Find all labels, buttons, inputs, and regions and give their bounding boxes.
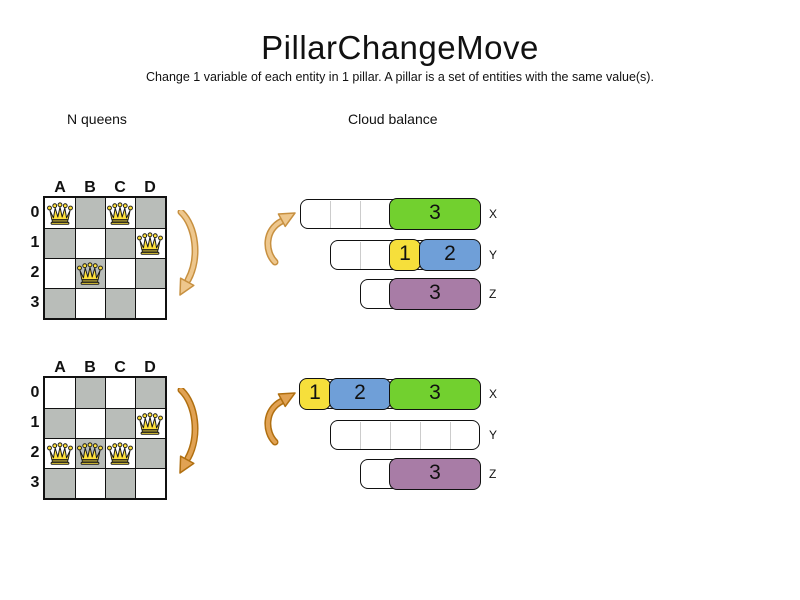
nqueens-board-after: A B C D 0 1 2 3: [28, 359, 180, 502]
grid-line: [45, 257, 165, 259]
computer-label: X: [489, 387, 498, 401]
grid-line: [134, 198, 136, 318]
row-label: 0: [30, 384, 40, 401]
process-block: 2: [419, 239, 481, 271]
row-label: 3: [30, 474, 40, 491]
queen-crown-icon: [77, 442, 103, 465]
row-label: 0: [30, 204, 40, 221]
board-cell: [45, 378, 75, 408]
bar-slot-divider: [420, 421, 421, 449]
board-cell: [105, 288, 135, 318]
queen-crown-icon: [137, 232, 163, 255]
queen-crown-icon: [47, 202, 73, 225]
column-label: B: [84, 359, 96, 376]
board-cell: [75, 408, 105, 438]
computer-bar: [330, 420, 480, 450]
bar-slot-divider: [360, 200, 361, 228]
board-cell: [75, 468, 105, 498]
process-block: 3: [389, 378, 481, 410]
bar-slot-divider: [450, 421, 451, 449]
board-cell: [135, 438, 165, 468]
curved-arrow-up: [264, 212, 296, 266]
column-label: D: [144, 179, 156, 196]
board-cell: [105, 378, 135, 408]
bar-slot-divider: [330, 200, 331, 228]
computer-label: Y: [489, 248, 498, 262]
curved-arrow-down: [177, 388, 199, 474]
queen-crown-icon: [107, 202, 133, 225]
row-label: 1: [30, 414, 40, 431]
column-label: B: [84, 179, 96, 196]
board-cell: [135, 258, 165, 288]
grid-line: [45, 467, 165, 469]
column-label: C: [114, 359, 126, 376]
board-grid: [43, 376, 167, 500]
row-label: 3: [30, 294, 40, 311]
column-label: A: [54, 359, 66, 376]
computer-label: Z: [489, 467, 497, 481]
computer-label: Y: [489, 428, 498, 442]
section-label-nqueens: N queens: [67, 111, 127, 127]
board-cell: [135, 288, 165, 318]
curved-arrow-up: [264, 392, 296, 446]
board-cell: [45, 408, 75, 438]
nqueens-board-before: A B C D 0 1 2 3: [28, 179, 180, 322]
bar-slot-divider: [390, 421, 391, 449]
board-cell: [105, 258, 135, 288]
board-cell: [75, 228, 105, 258]
board-cell: [135, 468, 165, 498]
page-subtitle: Change 1 variable of each entity in 1 pi…: [146, 70, 654, 84]
column-label: A: [54, 179, 66, 196]
process-block: 2: [329, 378, 391, 410]
process-block: 1: [299, 378, 331, 410]
process-block: 1: [389, 239, 421, 271]
process-block: 3: [389, 278, 481, 310]
board-cell: [105, 468, 135, 498]
board-cell: [135, 378, 165, 408]
grid-line: [45, 287, 165, 289]
board-cell: [105, 408, 135, 438]
grid-line: [134, 378, 136, 498]
row-label: 2: [30, 264, 40, 281]
computer-label: X: [489, 207, 498, 221]
queen-crown-icon: [137, 412, 163, 435]
board-cell: [135, 198, 165, 228]
column-label: C: [114, 179, 126, 196]
column-label: D: [144, 359, 156, 376]
board-cell: [45, 288, 75, 318]
board-grid: [43, 196, 167, 320]
board-cell: [45, 228, 75, 258]
board-cell: [105, 228, 135, 258]
board-cell: [75, 198, 105, 228]
process-block: 3: [389, 458, 481, 490]
queen-crown-icon: [47, 442, 73, 465]
board-cell: [45, 258, 75, 288]
curved-arrow-down: [177, 210, 199, 296]
queen-crown-icon: [107, 442, 133, 465]
page-title: PillarChangeMove: [261, 29, 539, 66]
board-cell: [75, 288, 105, 318]
queen-crown-icon: [77, 262, 103, 285]
row-label: 2: [30, 444, 40, 461]
grid-line: [45, 437, 165, 439]
board-cell: [45, 468, 75, 498]
section-label-cloudbalance: Cloud balance: [348, 111, 438, 127]
bar-slot-divider: [360, 241, 361, 269]
process-block: 3: [389, 198, 481, 230]
row-label: 1: [30, 234, 40, 251]
board-cell: [75, 378, 105, 408]
bar-slot-divider: [360, 421, 361, 449]
computer-label: Z: [489, 287, 497, 301]
